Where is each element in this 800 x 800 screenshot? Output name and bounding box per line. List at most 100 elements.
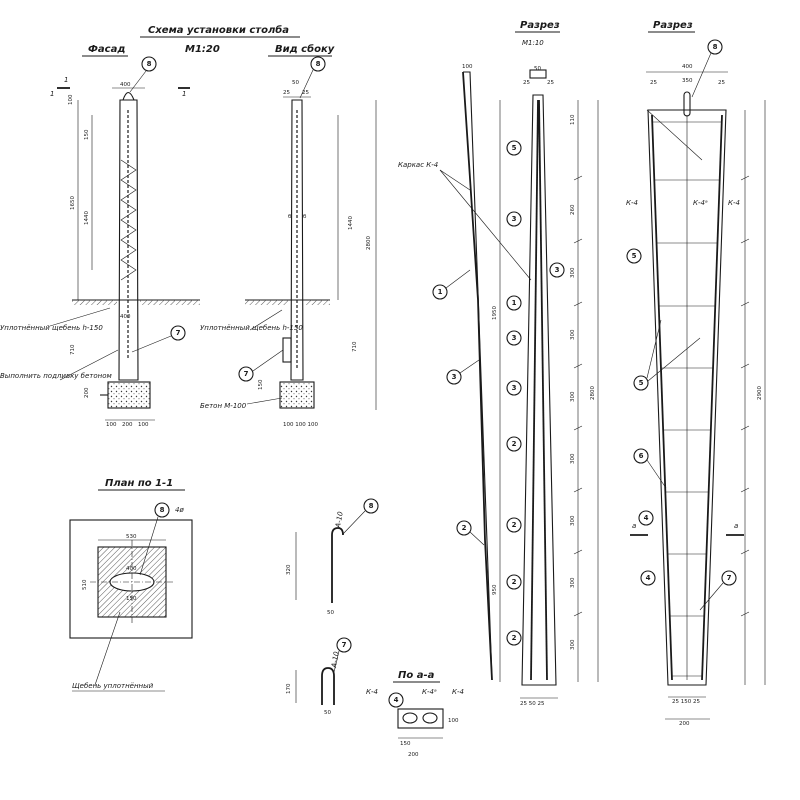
s1-seg-300a: 300 [570, 267, 576, 278]
facade-dim-200: 200 [84, 387, 90, 398]
s1-bubble-2b-text: 2 [512, 521, 517, 529]
side-label-gravel: Уплотнённый щебень h-150 [200, 324, 303, 332]
side-label-concrete: Бетон М-100 [200, 402, 247, 410]
plan-gravel-leader [94, 611, 121, 686]
rebar-bar-main [462, 71, 493, 681]
rebar-bubble-2 [456, 520, 472, 536]
s1-dim-50: 50 [534, 66, 541, 72]
side-dim-2800: 2800 [366, 236, 372, 250]
aa-label-k4-right: К-4 [452, 688, 464, 696]
facade-dim-400: 400 [120, 314, 131, 320]
side-gravel-leader [249, 309, 283, 331]
rebar-bubble-3-leader [459, 359, 480, 374]
s1-dim-25-left: 25 [523, 80, 530, 86]
s2-bubble-4b-text: 4 [646, 574, 651, 582]
facade-bubble-7-leader [131, 335, 172, 353]
aa-dim-150: 150 [400, 741, 411, 747]
side-dim-50: 50 [292, 80, 299, 86]
s2-bubble-6-leader [646, 459, 667, 489]
side-bracket [282, 337, 292, 363]
plan-label-gravel: Щебень уплотнённый [72, 682, 154, 690]
side-dim-25b: 25 [302, 90, 309, 96]
s2-dim-25-right: 25 [718, 80, 725, 86]
plan-view: 530 400 150 510 4ø 8 Щебень уплотнённый [69, 502, 193, 692]
s2-dim-2900: 2900 [757, 386, 763, 400]
rebar-cage-leader2 [439, 169, 532, 281]
plan-bubble-8-text: 8 [160, 506, 165, 514]
section-aa: 150 100 200 К-4 К-4ᵃ К-4 4 [366, 688, 464, 758]
bracket-7-dim-50: 50 [324, 710, 331, 716]
aa-dim-100: 100 [448, 718, 459, 724]
s1-bubble-2d-text: 2 [512, 634, 517, 642]
facade-dim-b3: 100 [138, 422, 149, 428]
bracket-detail-7: 170 50 А-10 7 [286, 637, 352, 716]
plan-dim-400: 400 [126, 566, 137, 572]
facade-bubble-8 [141, 56, 157, 72]
s1-bubble-5-text: 5 [512, 144, 517, 152]
facade-ground-hatch-left [72, 300, 117, 305]
side-bubble-7-leader [252, 349, 284, 372]
s1-bubble-1-text: 1 [512, 299, 517, 307]
plan-dim-530: 530 [126, 534, 137, 540]
section2-view: 400 25 350 25 К-4 К-4ᵃ К-4 8 [626, 39, 766, 727]
facade-dim-b2: 200 [122, 422, 133, 428]
s1-seg-300f: 300 [570, 577, 576, 588]
facade-rebar-zigzag [120, 159, 137, 281]
s1-dim-110: 110 [570, 114, 576, 125]
s2-dim-bottom: 25 150 25 [672, 699, 700, 705]
s2-bar-right [701, 114, 723, 681]
rebar-bubble-2-text: 2 [462, 524, 467, 532]
bracket-8-tag: А-10 [334, 510, 345, 529]
bracket-detail-8: 320 50 А-10 8 [286, 498, 379, 616]
s2-bubble-7 [721, 570, 737, 586]
s1-seg-300e: 300 [570, 515, 576, 526]
facade-dim-150: 150 [84, 129, 90, 140]
s2-bubble-8 [707, 39, 723, 55]
plan-outer-square [69, 519, 193, 639]
s2-bubble-7-text: 7 [727, 574, 732, 582]
s2-bar-left [651, 114, 673, 681]
rebar-cage-leader [439, 169, 471, 191]
facade-dim-100: 100 [68, 94, 74, 105]
section2-title: Разрез [653, 20, 693, 31]
side-dim-1440: 1440 [348, 216, 354, 230]
bracket-8-dim-320: 320 [286, 564, 292, 575]
s1-seg-300b: 300 [570, 329, 576, 340]
s1-bubble-2c [506, 574, 522, 590]
facade-backfill-leader [59, 349, 119, 381]
facade-dim-710: 710 [70, 344, 76, 355]
s2-bubble-5b-leader1 [646, 319, 662, 379]
side-dim-bottom: 100 100 100 [283, 422, 318, 428]
s1-dim-950: 950 [492, 584, 498, 595]
s2-dim-25-left: 25 [650, 80, 657, 86]
s2-bubble-8-leader [691, 52, 712, 98]
facade-label-gravel: Уплотнённый щебень h-150 [0, 324, 103, 332]
s2-bubble-5a [626, 248, 642, 264]
aa-label-k4-left: К-4 [366, 688, 378, 696]
facade-scale: М1:20 [185, 44, 220, 55]
rebar-bubble-1-text: 1 [438, 288, 443, 296]
s1-segment-values: 260 300 300 300 300 300 300 300 [570, 204, 576, 650]
bracket-bubble-7 [336, 637, 352, 653]
s1-dim-1950: 1950 [492, 306, 498, 320]
s2-diag-1 [646, 109, 703, 161]
bracket-8-shape [331, 527, 344, 603]
s1-top-cap [529, 69, 547, 79]
plan-bubble-8 [154, 502, 170, 518]
s2-bubble-7-leader [699, 582, 724, 611]
s1-bar-right [538, 99, 548, 681]
section1-title: Разрез [520, 20, 560, 31]
section1-scale: М1:10 [522, 39, 544, 47]
bracket-bubble-8 [363, 498, 379, 514]
s1-bubble-3c-text: 3 [512, 334, 517, 342]
side-dim-25a: 25 [283, 90, 290, 96]
facade-bubble-7-text: 7 [176, 329, 181, 337]
rebar-bars-detail: 100 1 3 2 Каркас К-4 [398, 64, 532, 681]
s1-dim-25-right: 25 [547, 80, 554, 86]
side-concrete-leader [246, 397, 283, 405]
plan-dim-150: 150 [126, 596, 137, 602]
facade-dim-1650: 1650 [70, 196, 76, 210]
section1-view: 50 25 25 5 3 3 1 3 3 2 2 2 2 110 2800 19… [492, 66, 599, 707]
rebar-dim-100: 100 [462, 64, 473, 70]
s1-bubble-2b [506, 517, 522, 533]
